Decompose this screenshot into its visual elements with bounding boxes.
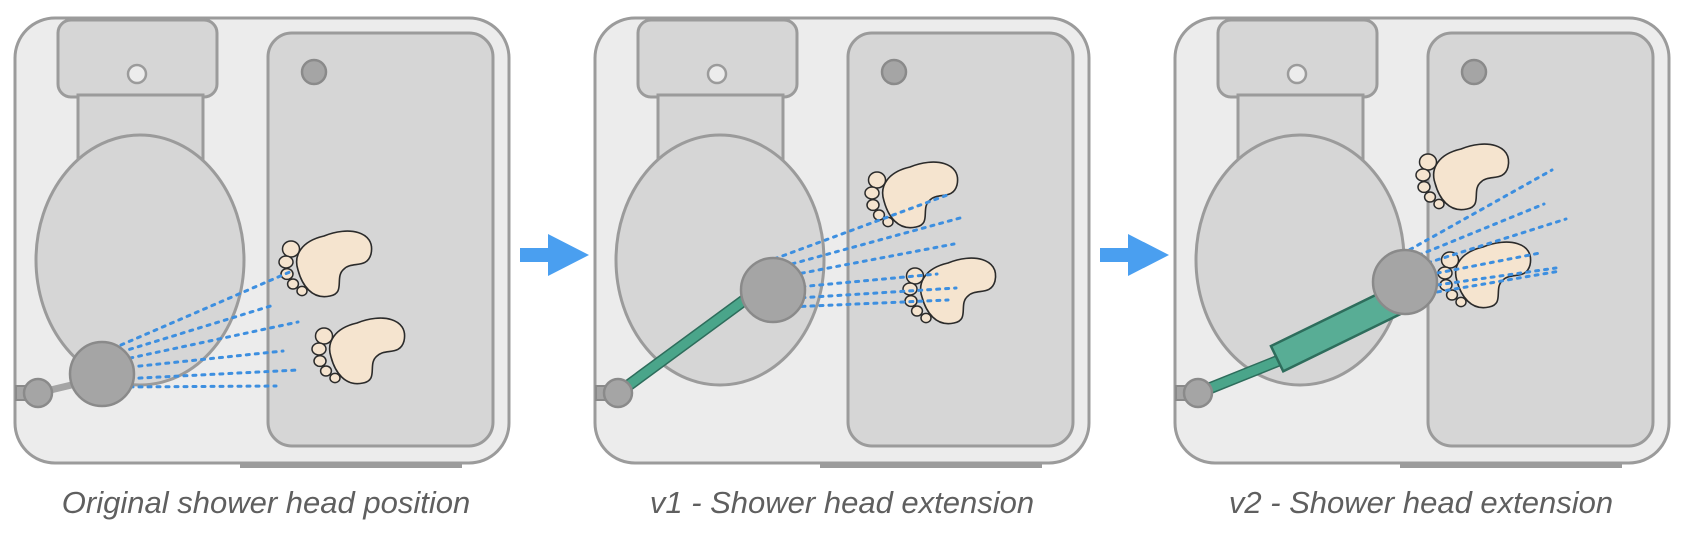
panel-v2: [1173, 16, 1671, 470]
caption-v1: v1 - Shower head extension: [650, 485, 1034, 520]
bathroom-floorplan-v1: [593, 16, 1091, 470]
caption-original: Original shower head position: [62, 485, 470, 520]
water-spray-original: [119, 269, 300, 389]
shower-head-icon-v2: [1371, 248, 1439, 316]
shower-head-icon-v1: [739, 256, 807, 324]
wall-connector-original: [22, 377, 54, 409]
wall-connector-v2: [1182, 377, 1214, 409]
panel-original: [13, 16, 511, 470]
shower-head-icon-original: [68, 340, 136, 408]
wall-connector-v1: [602, 377, 634, 409]
bathroom-floorplan-v2: [1173, 16, 1671, 470]
caption-v2: v2 - Shower head extension: [1229, 485, 1613, 520]
arrow-right-icon-2: [1100, 234, 1169, 276]
panel-v1: [593, 16, 1091, 470]
arrow-right-icon-1: [520, 234, 589, 276]
